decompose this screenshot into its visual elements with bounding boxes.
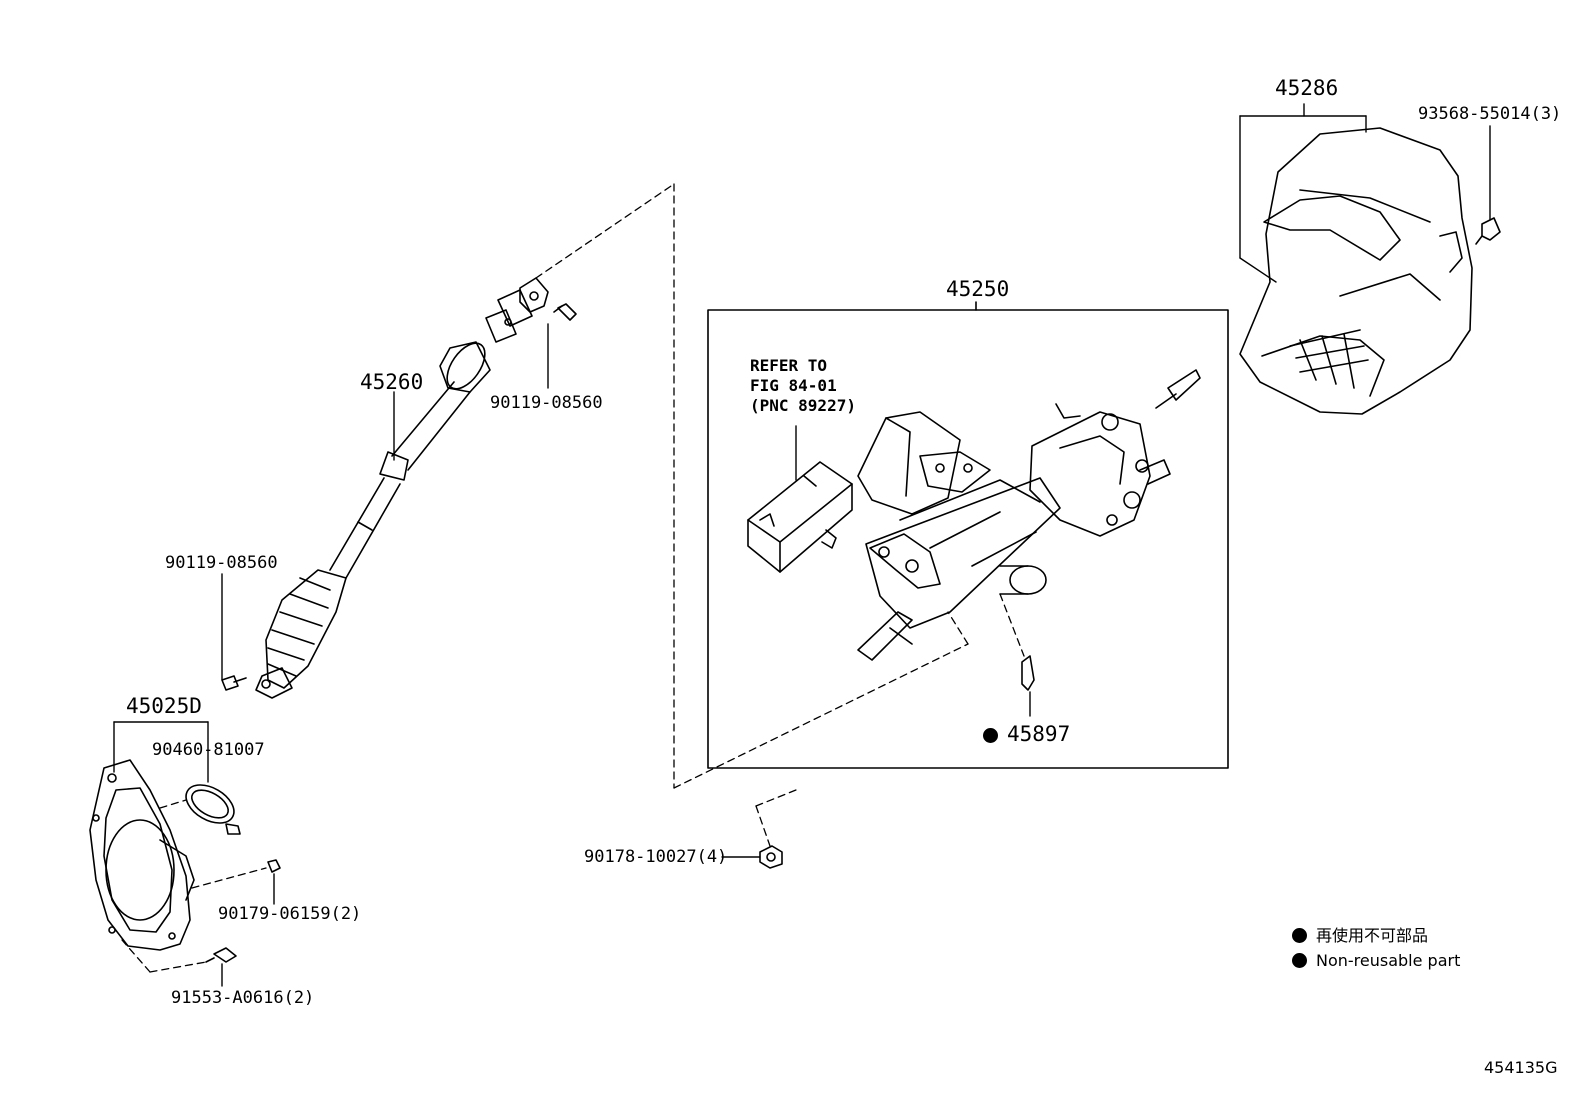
column-assembly-frame bbox=[707, 309, 1229, 769]
intermediate-shaft bbox=[255, 277, 549, 699]
part-label-column-nut: 90178-10027(4) bbox=[584, 847, 728, 867]
part-label-clamp: 90460-81007 bbox=[152, 740, 265, 760]
reference-note-line3: (PNC 89227) bbox=[750, 396, 856, 415]
column-hole-cover bbox=[89, 759, 195, 951]
part-label-cover-screw: 93568-55014(3) bbox=[1418, 104, 1562, 124]
assembly-guide-lines bbox=[121, 183, 1025, 973]
part-label-shaft: 45260 bbox=[360, 370, 424, 394]
part-label-cover-bolt: 91553-A0616(2) bbox=[171, 988, 315, 1008]
legend-en-text: Non-reusable part bbox=[1316, 951, 1461, 970]
cover-nut-drawing bbox=[267, 859, 281, 873]
clamp-drawing bbox=[185, 784, 241, 835]
legend-dot-icon bbox=[1292, 953, 1307, 968]
column-nut-drawing bbox=[759, 845, 783, 869]
part-label-cover-assy: 45025D bbox=[126, 694, 202, 718]
legend-jp-text: 再使用不可部品 bbox=[1316, 926, 1429, 945]
part-label-shaft-bolt-top: 90119-08560 bbox=[490, 393, 603, 413]
steering-column-drawing bbox=[857, 369, 1201, 661]
part-label-shaft-bolt-bottom: 90119-08560 bbox=[165, 553, 278, 573]
reference-note-line2: FIG 84-01 bbox=[750, 376, 837, 395]
shaft-bolt-bottom-drawing bbox=[221, 675, 247, 691]
legend-jp: 再使用不可部品 bbox=[1292, 926, 1428, 946]
legend-dot-icon bbox=[1292, 928, 1307, 943]
cover-screw-drawing bbox=[1475, 217, 1501, 245]
shaft-bolt-top-drawing bbox=[553, 303, 577, 321]
part-label-column-assy: 45250 bbox=[946, 277, 1010, 301]
column-bolt-number: 45897 bbox=[1007, 722, 1071, 746]
figure-id: 454135G bbox=[1484, 1058, 1558, 1077]
column-bolt-drawing bbox=[1021, 655, 1035, 691]
non-reusable-marker-icon bbox=[983, 728, 998, 743]
part-label-column-cover: 45286 bbox=[1275, 76, 1339, 100]
part-label-cover-nut: 90179-06159(2) bbox=[218, 904, 362, 924]
column-cover-drawing bbox=[1239, 127, 1473, 415]
legend-en: Non-reusable part bbox=[1292, 951, 1460, 971]
reference-note-line1: REFER TO bbox=[750, 356, 828, 375]
part-label-column-bolt: 45897 bbox=[983, 722, 1070, 746]
leader-lines bbox=[113, 103, 1491, 987]
ecu-module-drawing bbox=[747, 461, 853, 573]
cover-bolt-drawing bbox=[205, 947, 237, 963]
